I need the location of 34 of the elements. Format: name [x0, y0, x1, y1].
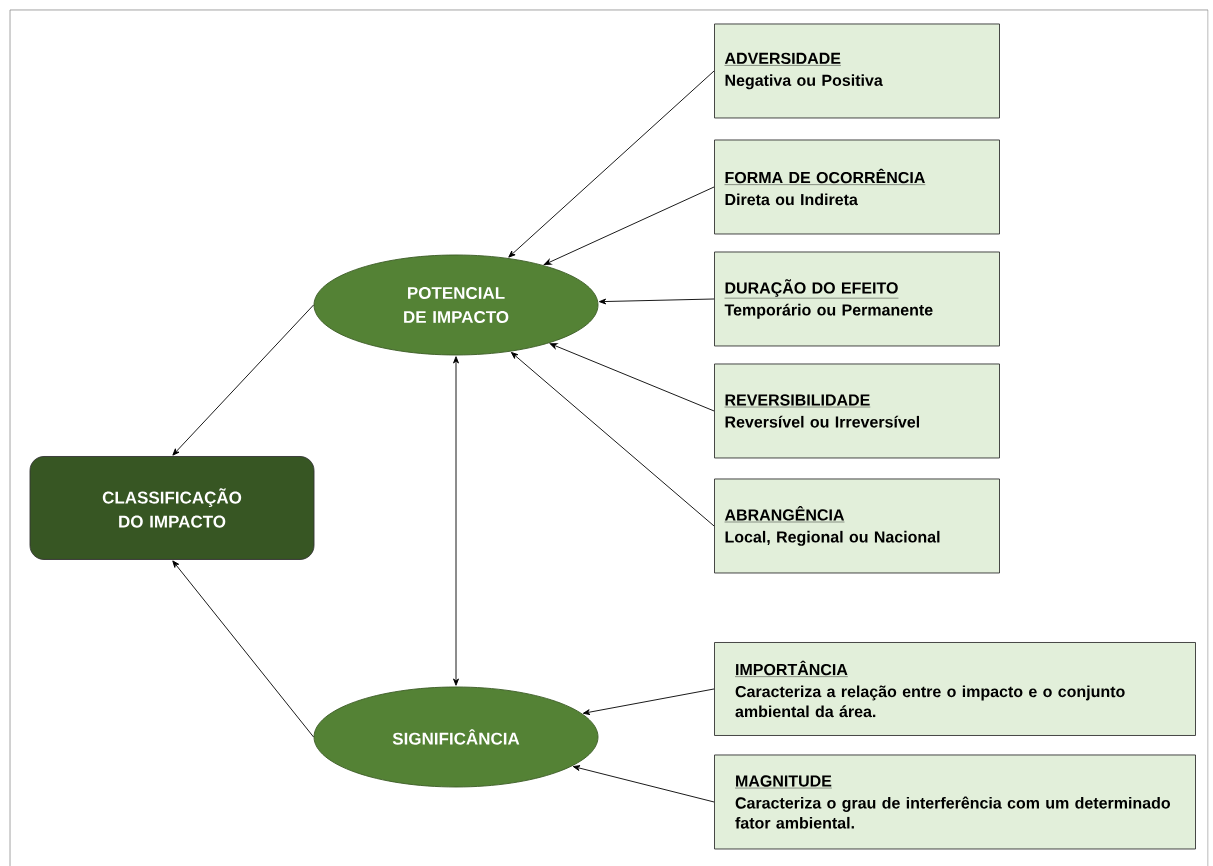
attribute-box	[714, 363, 1000, 459]
box-description: Local, Regional ou Nacional	[725, 530, 940, 546]
arrow	[543, 186, 715, 266]
arrow	[572, 765, 715, 803]
box-heading: ABRANGÊNCIA	[724, 506, 845, 523]
box-description: Negativa ou Positiva	[725, 74, 883, 90]
box-heading: MAGNITUDE	[734, 775, 833, 789]
attribute-box	[714, 251, 1000, 347]
box-heading: FORMA DE OCORRÊNCIA	[724, 168, 926, 185]
box-heading: IMPORTÂNCIA	[734, 660, 849, 677]
box-heading: REVERSIBILIDADE	[724, 394, 871, 408]
arrow	[172, 304, 314, 456]
ellipse-node: SIGNIFICÂNCIA	[313, 686, 599, 788]
arrow	[508, 70, 715, 258]
attribute-box	[714, 642, 1196, 736]
ellipse-node: POTENCIAL DE IMPACTO	[313, 254, 599, 356]
arrow	[453, 356, 459, 686]
arrow	[549, 343, 715, 412]
box-description: Caracteriza o grau de interferência com um determinado fator ambiental.	[735, 796, 1170, 829]
result-box: CLASSIFICAÇÃO DO IMPACTO	[29, 456, 315, 560]
box-description: Direta ou Indireta	[725, 193, 858, 206]
box-heading: DURAÇÃO DO EFEITO	[724, 279, 899, 299]
arrow	[172, 560, 314, 738]
box-heading: ADVERSIDADE	[724, 52, 842, 66]
attribute-box	[714, 23, 1000, 119]
box-description: Reversível ou Irreversível	[725, 415, 919, 428]
box-description: Temporário ou Permanente	[724, 303, 933, 319]
attribute-box	[714, 139, 1000, 235]
arrow	[510, 351, 715, 527]
arrow	[598, 298, 715, 305]
attribute-box	[714, 478, 1000, 574]
box-description: Caracteriza a relação entre o impacto e o conjunto ambiental da área.	[735, 685, 1125, 718]
attribute-box	[714, 754, 1196, 850]
arrow	[582, 688, 715, 716]
